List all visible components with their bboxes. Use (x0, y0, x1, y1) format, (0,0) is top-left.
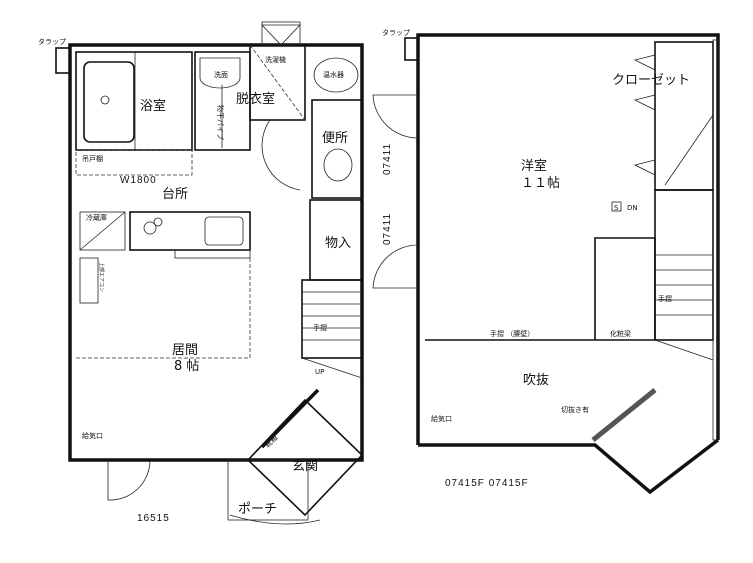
door-swing (107, 459, 151, 501)
shoe-box-label: 靴箱 (263, 433, 279, 449)
upper-code-left-2: 07411 (382, 213, 393, 245)
washbasin-label: 洗面 (214, 70, 228, 79)
storage-label: 物入 (325, 236, 351, 251)
hanging-cabinet-label: 吊戸棚 (82, 154, 103, 163)
width-label: W1800 (120, 175, 157, 186)
closet-label: クローゼット (612, 73, 690, 88)
upper-door-1 (372, 94, 419, 139)
upper-code-bottom: 07415F 07415F (445, 478, 529, 489)
upper-outer-wall (416, 33, 720, 445)
drying-pipe-label: 物干パイプ (216, 105, 225, 140)
s-mark: S (614, 204, 619, 212)
handrail-label: 手摺 (313, 323, 327, 332)
closet (654, 41, 714, 191)
washing-machine-label: 洗濯機 (265, 55, 286, 64)
living-room-label: 居間 (172, 343, 198, 358)
upper-stairs (654, 189, 714, 341)
upper-ladder-label: タラップ (382, 28, 410, 37)
aircon (79, 257, 99, 304)
entrance-label: 玄関 (292, 459, 318, 474)
beam-label: 化粧梁 (610, 329, 631, 338)
living-size-label: 8 帖 (174, 359, 199, 374)
bathtub (83, 61, 135, 143)
western-size-label: １１帖 (521, 176, 560, 191)
fridge-label: 冷蔵庫 (86, 213, 107, 222)
ladder-label: タラップ (38, 37, 66, 46)
upper-handrail-label: 手摺 (658, 294, 672, 303)
porch-label: ポーチ (238, 502, 277, 517)
ground-floor-plan (55, 21, 364, 525)
toilet-label: 便所 (322, 131, 348, 146)
fridge (79, 211, 126, 251)
handrail-wall-label: 手摺 （腰壁） (490, 329, 534, 338)
atrium-label: 吹抜 (523, 372, 549, 388)
western-room-label: 洋室 (521, 158, 547, 174)
cutout-label: 切抜き有 (561, 405, 589, 414)
aircon-label: 上部エアコン (98, 262, 105, 292)
kitchen-counter (129, 211, 251, 251)
water-heater (313, 57, 359, 93)
upper-door-2 (372, 244, 419, 289)
ground-floor-labels: タラップ 浴室 洗面 洗濯機 温水器 脱衣室 便所 物干パイプ 吊戸棚 W180… (38, 37, 351, 524)
up-label: UP (315, 368, 324, 376)
ladder-box (55, 47, 71, 74)
kitchen-label: 台所 (162, 187, 188, 202)
vent (261, 24, 301, 46)
ground-outer-wall (68, 43, 364, 462)
ground-code-label: 16515 (137, 513, 170, 524)
upper-code-left-1: 07411 (382, 143, 393, 175)
upper-floor-labels: タラップ クローゼット 洋室 １１帖 07411 07411 S DN 手摺 手… (382, 28, 690, 489)
upper-air-inlet-label: 給気口 (431, 414, 452, 423)
bathroom-label: 浴室 (140, 98, 166, 114)
cutout-bar (591, 388, 657, 442)
entrance-area (246, 398, 364, 517)
stairs (301, 279, 363, 359)
air-inlet-label: 給気口 (82, 431, 103, 440)
water-heater-label: 温水器 (323, 70, 344, 79)
toilet-bowl (323, 148, 353, 182)
dressing-room-label: 脱衣室 (236, 91, 275, 107)
upper-floor-plan (372, 33, 720, 495)
dn-label: DN (627, 204, 638, 212)
